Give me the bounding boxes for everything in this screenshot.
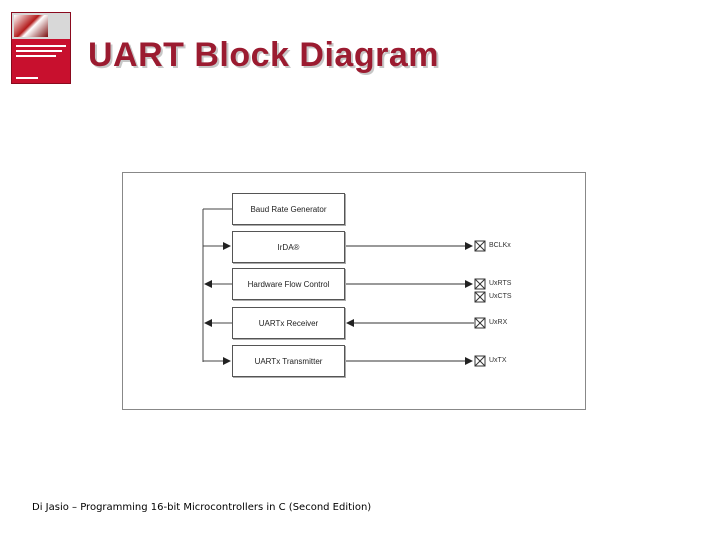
- pin-label-tx: UxTX: [489, 357, 507, 364]
- block-uart-transmitter: UARTx Transmitter: [232, 345, 345, 377]
- book-cover-title-line: [16, 55, 56, 57]
- pin-box-rts: [474, 278, 486, 290]
- block-uart-receiver: UARTx Receiver: [232, 307, 345, 339]
- book-cover-image: [11, 12, 71, 84]
- pin-box-tx: [474, 355, 486, 367]
- pin-label-cts: UxCTS: [489, 293, 512, 300]
- pin-box-cts: [474, 291, 486, 303]
- book-cover-author-line: [16, 77, 38, 79]
- diagram-frame: [122, 172, 586, 410]
- block-irda: IrDA®: [232, 231, 345, 263]
- pin-box-rx: [474, 317, 486, 329]
- pin-label-rx: UxRX: [489, 319, 508, 326]
- slide-title: UART Block Diagram: [88, 36, 439, 74]
- pin-box-bclk: [474, 240, 486, 252]
- block-baud-rate-generator: Baud Rate Generator: [232, 193, 345, 225]
- pin-label-bclk: BCLKx: [489, 242, 511, 249]
- book-cover-title-line: [16, 45, 66, 47]
- book-cover-title-line: [16, 50, 62, 52]
- block-hardware-flow-control: Hardware Flow Control: [232, 268, 345, 300]
- slide-footer: Di Jasio – Programming 16-bit Microcontr…: [32, 502, 372, 513]
- pin-label-rts: UxRTS: [489, 280, 512, 287]
- book-cover-art: [14, 15, 48, 37]
